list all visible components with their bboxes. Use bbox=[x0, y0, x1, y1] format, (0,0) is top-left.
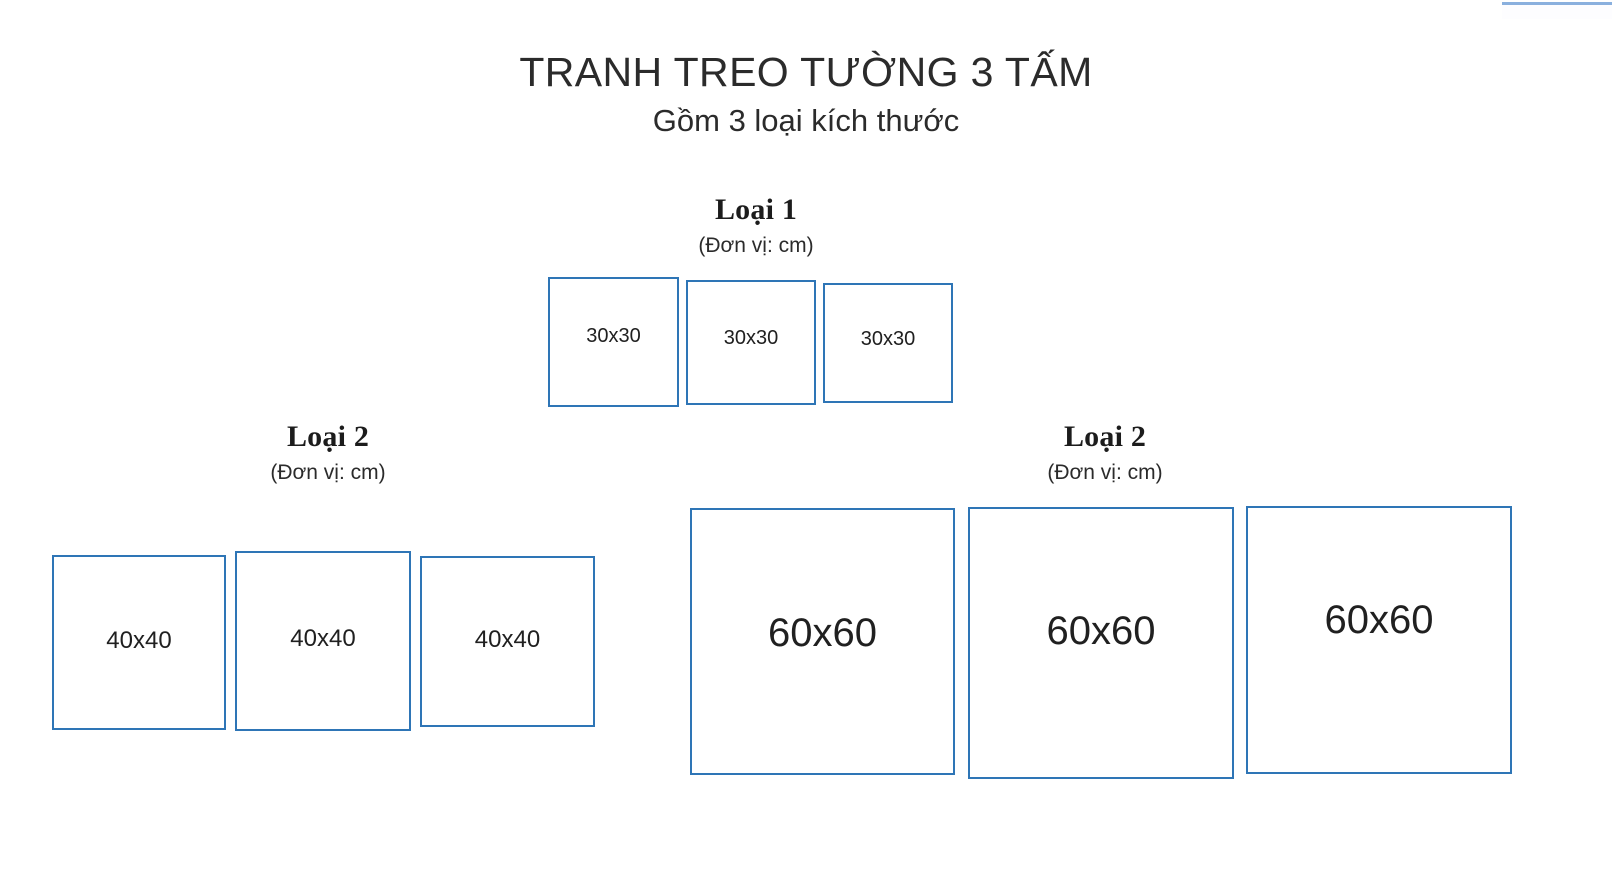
panel-30x30-1[interactable]: 30x30 bbox=[548, 277, 679, 407]
panel-label: 60x60 bbox=[768, 611, 877, 655]
panel-40x40-1[interactable]: 40x40 bbox=[52, 555, 226, 730]
panel-60x60-3[interactable]: 60x60 bbox=[1246, 506, 1512, 774]
panel-40x40-2[interactable]: 40x40 bbox=[235, 551, 411, 731]
panel-30x30-2[interactable]: 30x30 bbox=[686, 280, 816, 405]
top-edge-artifact-fade bbox=[1502, 5, 1612, 19]
panel-label: 60x60 bbox=[1324, 597, 1434, 642]
page-title: TRANH TREO TƯỜNG 3 TẤM bbox=[519, 49, 1093, 95]
group-name-loai1: Loại 1 bbox=[714, 193, 798, 226]
panel-label: 30x30 bbox=[723, 327, 779, 349]
group-heading-loai2-left: Loại 2 (Đơn vị: cm) bbox=[178, 420, 478, 486]
panel-label: 40x40 bbox=[474, 625, 541, 653]
panel-label: 60x60 bbox=[1046, 608, 1156, 653]
page-subtitle: Gồm 3 loại kích thước bbox=[652, 103, 960, 138]
group-heading-loai2-right: Loại 2 (Đơn vị: cm) bbox=[955, 420, 1255, 486]
panel-60x60-2[interactable]: 60x60 bbox=[968, 507, 1234, 779]
panel-label: 30x30 bbox=[860, 327, 916, 350]
panel-60x60-1[interactable]: 60x60 bbox=[690, 508, 955, 775]
panel-40x40-3[interactable]: 40x40 bbox=[420, 556, 595, 727]
panel-label: 40x40 bbox=[290, 625, 356, 652]
panel-label: 40x40 bbox=[106, 626, 172, 654]
group-name-loai2-right: Loại 2 bbox=[1063, 420, 1147, 453]
top-edge-artifact-line bbox=[1502, 2, 1612, 5]
group-unit-note-loai2-right: (Đơn vị: cm) bbox=[1047, 460, 1163, 484]
panel-label: 30x30 bbox=[586, 324, 641, 347]
panel-30x30-3[interactable]: 30x30 bbox=[823, 283, 953, 403]
group-unit-note-loai1: (Đơn vị: cm) bbox=[698, 233, 814, 257]
group-name-loai2-left: Loại 2 bbox=[286, 420, 370, 453]
group-heading-loai1: Loại 1 (Đơn vị: cm) bbox=[606, 193, 906, 259]
group-unit-note-loai2-left: (Đơn vị: cm) bbox=[270, 460, 386, 484]
